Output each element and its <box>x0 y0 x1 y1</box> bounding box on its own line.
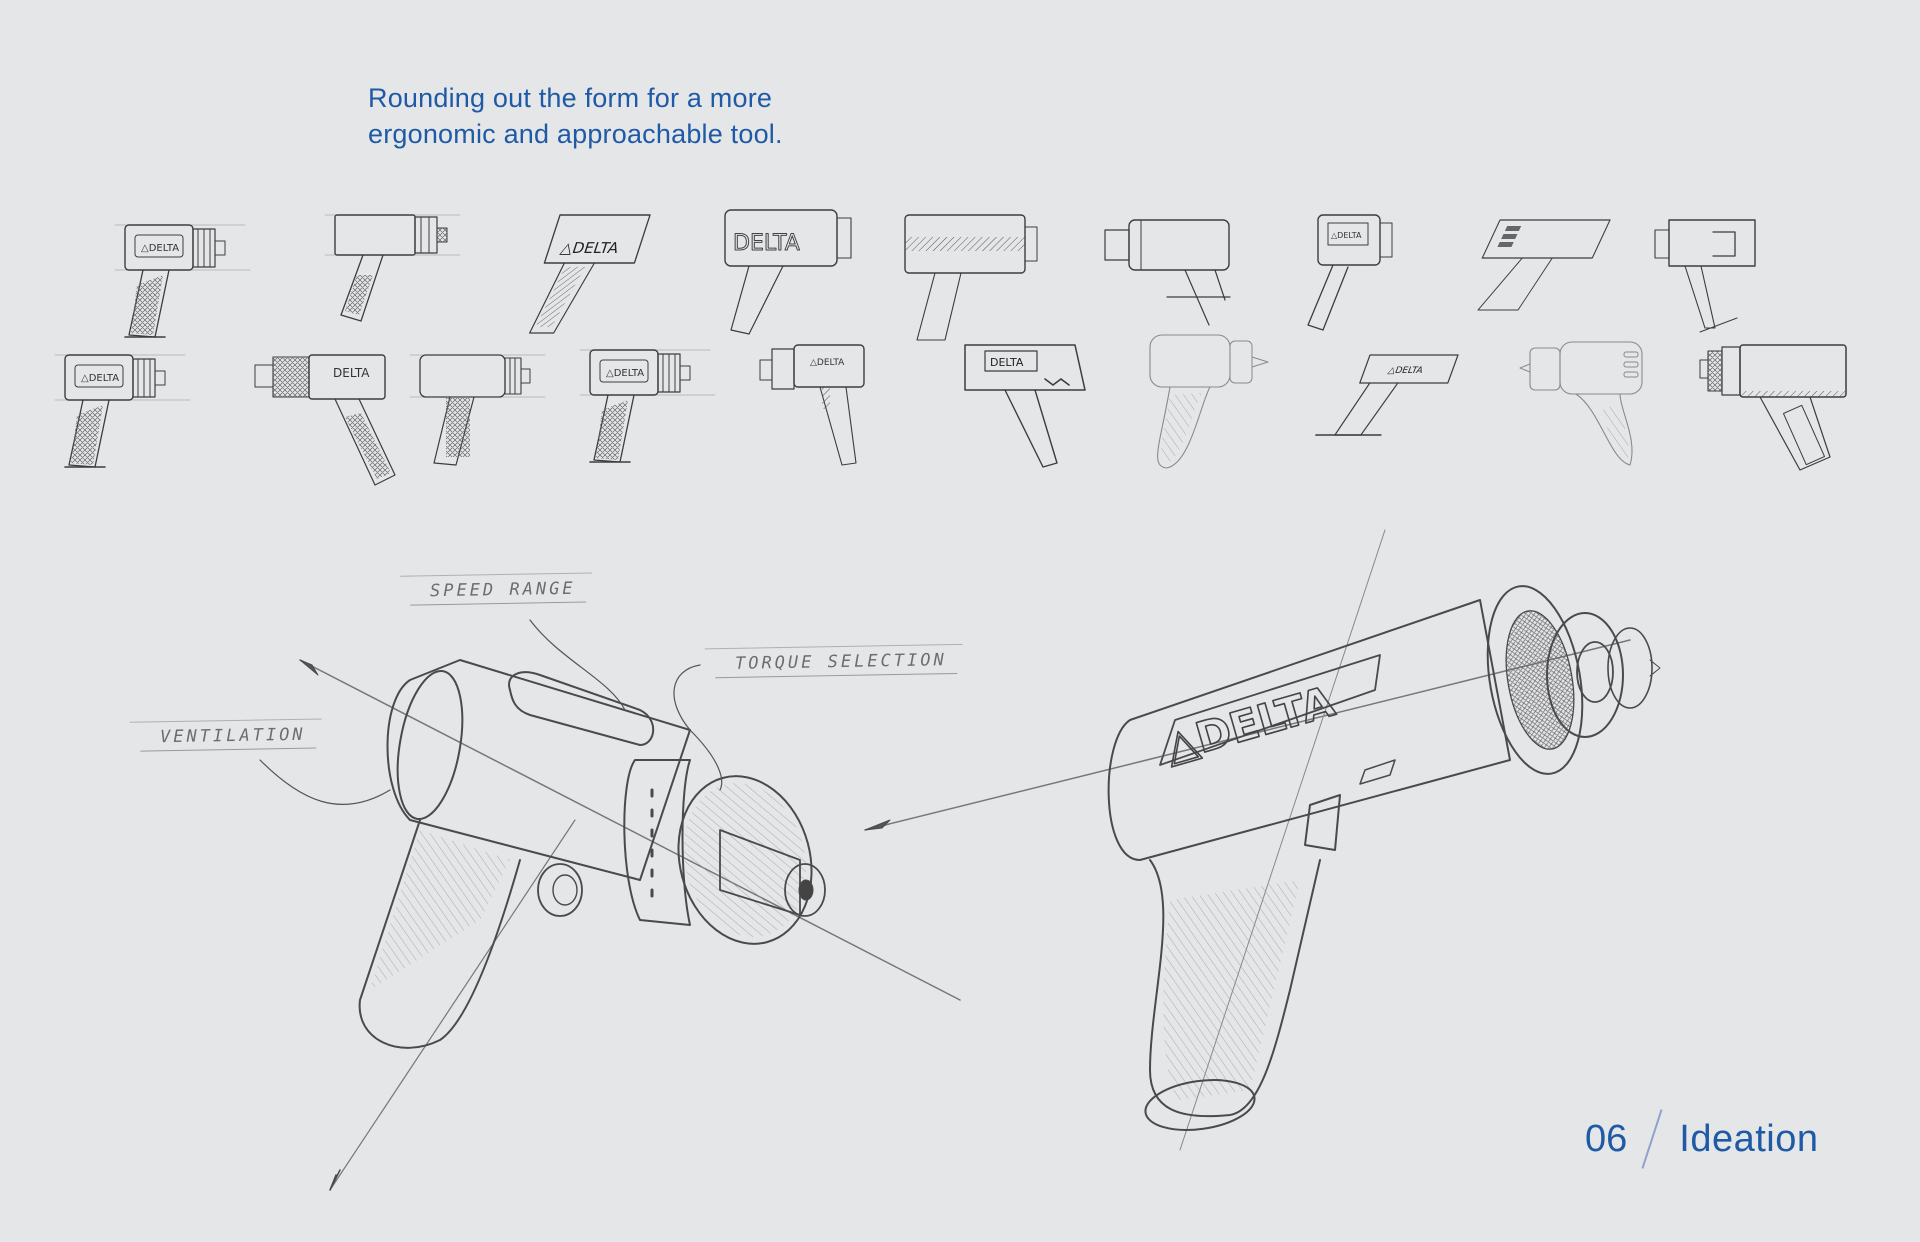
thumbnail-sketch <box>409 354 546 466</box>
thumbnail-sketch: △DELTA <box>1307 214 1393 331</box>
thumbnail-sketch: △DELTA <box>759 344 865 466</box>
annotation-speed-range: SPEED RANGE <box>429 578 576 602</box>
thumbnail-sketch: DELTA <box>254 354 396 486</box>
main-sketch-drill: △DELTA <box>864 529 1661 1151</box>
thumbnail-sketch <box>1519 341 1643 466</box>
thumbnail-sketch <box>579 349 716 463</box>
annotation-ventilation: VENTILATION <box>159 724 306 748</box>
svg-text:DELTA: DELTA <box>733 231 800 256</box>
thumbnail-sketch <box>114 224 251 338</box>
thumbnail-sketch <box>1149 334 1269 469</box>
thumbnail-sketch <box>324 214 461 322</box>
divider-slash <box>1641 1109 1663 1169</box>
section-title: Ideation <box>1679 1117 1819 1160</box>
svg-text:△DELTA: △DELTA <box>1386 365 1425 376</box>
thumbnail-sketch <box>904 214 1038 341</box>
svg-text:△DELTA: △DELTA <box>1331 231 1362 240</box>
thumbnail-sketch: △DELTA <box>528 214 651 334</box>
intro-caption: Rounding out the form for a more ergonom… <box>368 80 783 152</box>
thumbnail-sketch <box>1477 219 1611 311</box>
annotation-torque-selection: TORQUE SELECTION <box>734 650 947 674</box>
thumbnail-sketch <box>1699 344 1847 471</box>
svg-text:DELTA: DELTA <box>990 356 1024 369</box>
intro-line-1: Rounding out the form for a more <box>368 83 773 113</box>
thumbnail-sketch <box>1654 219 1756 333</box>
intro-line-2: ergonomic and approachable tool. <box>368 119 783 149</box>
main-sketch-screwdriver <box>259 619 961 1191</box>
svg-text:△DELTA: △DELTA <box>558 239 621 257</box>
thumbnail-sketch <box>54 354 191 468</box>
thumbnail-sketch: DELTA <box>964 344 1086 468</box>
svg-text:DELTA: DELTA <box>333 366 370 380</box>
thumbnail-sketch <box>1104 219 1231 326</box>
svg-text:△DELTA: △DELTA <box>1159 677 1340 772</box>
svg-text:△DELTA: △DELTA <box>810 358 845 368</box>
page-footer-label: 06 Ideation <box>1585 1108 1819 1170</box>
thumbnail-sketch: DELTA <box>724 209 852 335</box>
thumbnail-sketch: △DELTA <box>1315 354 1459 436</box>
page-number: 06 <box>1585 1117 1628 1160</box>
